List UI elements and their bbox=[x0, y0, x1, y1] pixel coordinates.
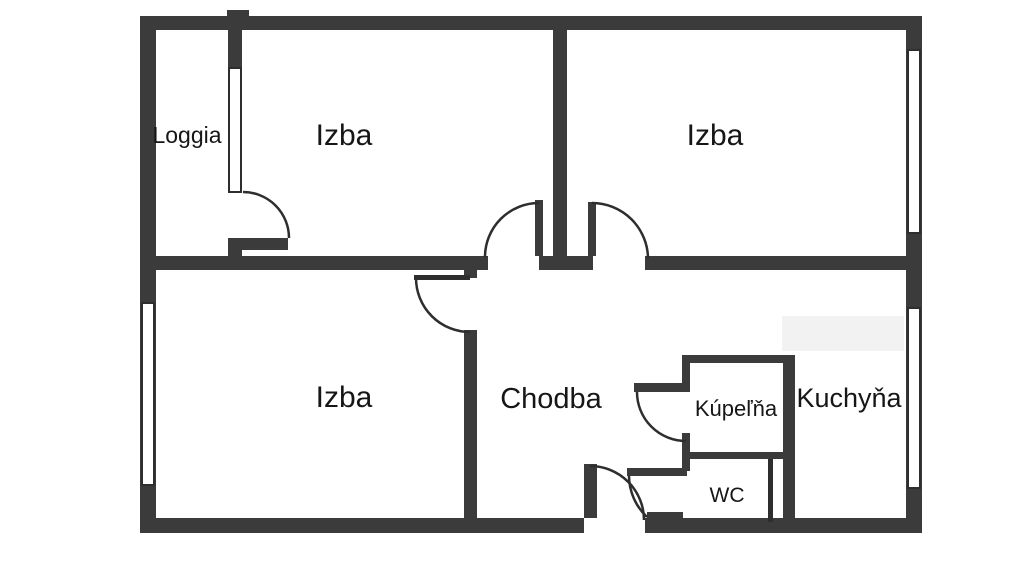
wall-chodba-left bbox=[464, 330, 477, 518]
windows bbox=[141, 49, 921, 489]
window-left bbox=[141, 302, 155, 486]
label-izba-top-right: Izba bbox=[687, 119, 744, 152]
wall-kupelna-left-upper bbox=[682, 363, 690, 392]
room-labels: Loggia Izba Izba Izba Chodba Kúpeľňa WC … bbox=[152, 119, 902, 507]
wall-central-vertical bbox=[553, 30, 567, 256]
label-izba-bottom-left: Izba bbox=[316, 381, 373, 414]
wall-loggia-divider-bottom bbox=[228, 238, 242, 270]
wall-mid-divider-center bbox=[539, 256, 593, 270]
wall-loggia-door-stub bbox=[242, 238, 288, 250]
window-loggia bbox=[228, 67, 242, 193]
wall-mid-divider-left bbox=[140, 256, 488, 270]
wall-wc-divider bbox=[690, 452, 783, 459]
door-leaf-entrance bbox=[584, 464, 597, 518]
label-wc: WC bbox=[710, 484, 745, 507]
wall-kupelna-top bbox=[682, 355, 795, 363]
window-right-top bbox=[907, 49, 921, 234]
wall-kupelna-right bbox=[783, 363, 795, 522]
wall-mid-divider-right bbox=[645, 256, 922, 270]
door-arcs bbox=[242, 190, 687, 521]
door-leaf-kupelna bbox=[634, 383, 686, 392]
wall-kupelna-left-lower bbox=[682, 433, 690, 471]
wall-top-notch bbox=[227, 10, 249, 16]
door-leaf-izba-top-left bbox=[535, 200, 543, 256]
wall-top bbox=[140, 16, 922, 30]
door-leaf-izba-bottom-left bbox=[414, 275, 470, 280]
wall-bottom-left bbox=[140, 518, 584, 533]
kitchen-counter bbox=[782, 316, 904, 351]
wall-loggia-divider-top bbox=[228, 16, 242, 68]
label-loggia: Loggia bbox=[152, 122, 221, 148]
door-arc-kupelna bbox=[635, 391, 687, 443]
door-leaf-izba-top-right bbox=[588, 202, 596, 256]
wall-shaft-line bbox=[768, 459, 773, 522]
label-kuchyna: Kuchyňa bbox=[796, 383, 902, 413]
label-chodba: Chodba bbox=[500, 383, 602, 415]
label-izba-top-left: Izba bbox=[316, 119, 373, 152]
walls bbox=[140, 10, 922, 533]
door-arc-izba-bottom-left bbox=[414, 277, 471, 334]
door-leaf-wc bbox=[627, 468, 687, 476]
wall-chodba-hinge-block bbox=[464, 268, 477, 278]
thin-lines bbox=[414, 275, 773, 522]
window-right-bottom bbox=[907, 307, 921, 489]
wall-wc-bottom-stub bbox=[647, 512, 683, 518]
label-kupelna: Kúpeľňa bbox=[695, 396, 778, 421]
wall-bottom-right bbox=[645, 518, 922, 533]
door-arc-izba-top-right bbox=[591, 201, 650, 260]
door-arc-loggia bbox=[242, 190, 291, 239]
door-arc-entrance bbox=[589, 464, 646, 521]
door-arc-izba-top-left bbox=[483, 201, 540, 258]
